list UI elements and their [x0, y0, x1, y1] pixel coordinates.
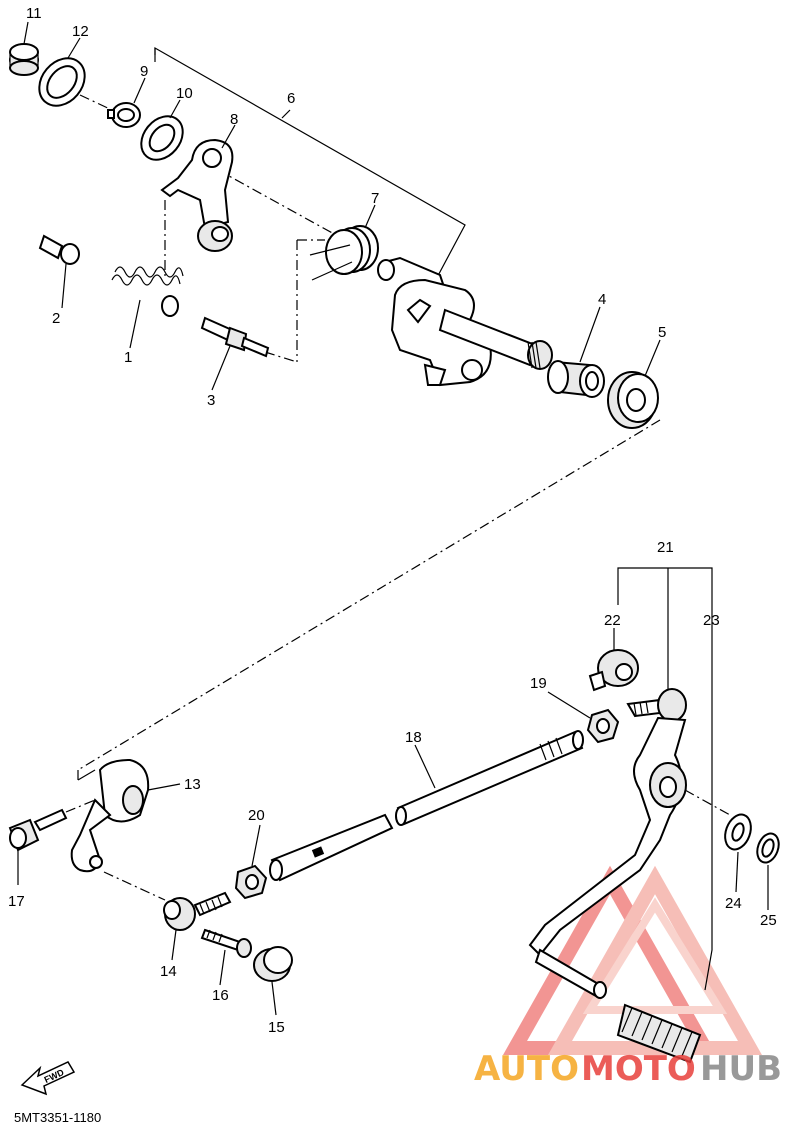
callout-2: 2 — [52, 310, 60, 327]
part-6-shift-shaft — [377, 256, 553, 387]
leader-lines — [17, 21, 769, 1016]
part-2-pin — [38, 234, 80, 265]
callout-1: 1 — [124, 349, 132, 366]
part-22-joint — [588, 649, 639, 692]
fwd-arrow-icon: FWD — [20, 1061, 76, 1096]
part-25-circlip — [756, 832, 780, 864]
part-3-bolt — [200, 316, 270, 358]
part-4-bushing — [547, 360, 605, 398]
callout-12: 12 — [72, 23, 89, 40]
part-17-bolt — [8, 808, 68, 852]
part-23-shift-pedal — [528, 688, 702, 1064]
part-7-torsion-spring — [309, 225, 379, 281]
part-13-shift-arm — [70, 758, 150, 873]
watermark-auto: AUTO — [474, 1049, 579, 1089]
callout-14: 14 — [160, 963, 177, 980]
watermark-moto: MOTO — [581, 1049, 696, 1089]
part-20-nut — [234, 864, 268, 900]
part-10-washer — [140, 115, 184, 161]
part-5-oil-seal — [607, 371, 659, 429]
callout-9: 9 — [140, 63, 148, 80]
part-19-nut — [586, 708, 620, 744]
watermark-hub: HUB — [700, 1049, 782, 1089]
callout-5: 5 — [658, 324, 666, 341]
callout-3: 3 — [207, 392, 215, 409]
callout-4: 4 — [598, 291, 606, 308]
callout-24: 24 — [725, 895, 742, 912]
part-8-stopper-lever — [160, 138, 234, 252]
callout-22: 22 — [604, 612, 621, 629]
part-15-cover — [253, 946, 293, 982]
callout-10: 10 — [176, 85, 193, 102]
callout-numbers: 11 12 9 10 8 6 7 2 1 3 4 5 21 22 23 19 1… — [8, 5, 777, 1036]
callout-23: 23 — [703, 612, 720, 629]
callout-25: 25 — [760, 912, 777, 929]
long-guide-line — [77, 419, 661, 771]
part-11-bushing — [9, 43, 39, 76]
bracket-21 — [617, 567, 713, 991]
callout-15: 15 — [268, 1019, 285, 1036]
callout-17: 17 — [8, 893, 25, 910]
part-9-circlip — [107, 102, 141, 128]
part-1-spring — [111, 266, 184, 317]
callout-8: 8 — [230, 111, 238, 128]
callout-13: 13 — [184, 776, 201, 793]
callout-20: 20 — [248, 807, 265, 824]
watermark-text: AUTO MOTO HUB — [474, 1049, 782, 1089]
callout-21: 21 — [657, 539, 674, 556]
callout-7: 7 — [371, 190, 379, 207]
part-16-bolt — [200, 928, 252, 958]
part-24-washer — [724, 813, 752, 851]
part-18-shift-rod — [269, 730, 584, 882]
callout-16: 16 — [212, 987, 229, 1004]
callout-6: 6 — [287, 90, 295, 107]
part-12-washer — [38, 57, 86, 107]
diagram-code: 5MT3351-1180 — [14, 1110, 101, 1125]
bracket-6 — [154, 46, 466, 301]
callout-18: 18 — [405, 729, 422, 746]
callout-19: 19 — [530, 675, 547, 692]
part-14-joint — [163, 891, 232, 931]
callout-11: 11 — [26, 5, 42, 22]
